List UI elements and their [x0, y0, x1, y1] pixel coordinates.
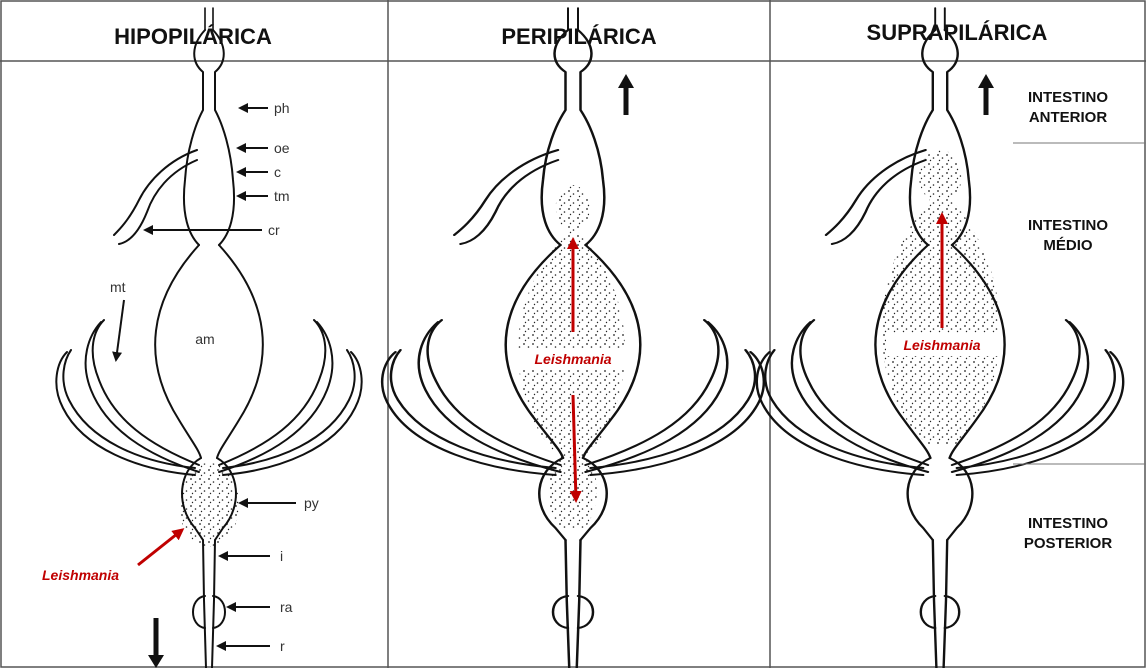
pylorus-infection-stipple: [179, 463, 239, 547]
leishmania-label-hipopilarica: Leishmania: [42, 567, 119, 583]
label-mt: mt: [110, 279, 126, 295]
label-am: am: [195, 331, 214, 347]
flow-arrow-down-head: [148, 655, 164, 668]
leishmania-arrow-hipopilarica: [138, 530, 182, 565]
label-ph: ph: [274, 100, 290, 116]
leishmania-label-peripilarica: Leishmania: [534, 351, 611, 367]
arrow-mt: [116, 300, 124, 360]
header-hipopilarica: HIPOPILÁRICA: [114, 24, 272, 49]
region-posterior-line2: POSTERIOR: [1024, 535, 1113, 552]
header-suprapilarica: SUPRAPILÁRICA: [867, 20, 1048, 45]
leishmania-label-suprapilarica: Leishmania: [903, 337, 980, 353]
region-posterior-line1: INTESTINO: [1028, 515, 1108, 532]
label-py: py: [304, 495, 319, 511]
label-oe: oe: [274, 140, 290, 156]
region-anterior-line2: ANTERIOR: [1029, 109, 1108, 126]
label-tm: tm: [274, 188, 290, 204]
label-i: i: [280, 548, 283, 564]
label-ra: ra: [280, 599, 293, 615]
panel-peripilarica: Leishmania: [382, 8, 764, 668]
flow-arrow-up-head-p3: [978, 74, 994, 88]
flow-arrow-up-head-p2: [618, 74, 634, 88]
label-r: r: [280, 638, 285, 654]
region-medio-line1: INTESTINO: [1028, 217, 1108, 234]
label-cr: cr: [268, 222, 280, 238]
label-c: c: [274, 164, 281, 180]
panel-suprapilarica: Leishmania INTESTINO ANTERIOR INTESTINO …: [757, 8, 1146, 668]
header-peripilarica: PERIPILÁRICA: [501, 24, 656, 49]
panel-hipopilarica: ph oe c tm cr mt am py i ra r Leishmania: [42, 8, 362, 668]
region-anterior-line1: INTESTINO: [1028, 89, 1108, 106]
region-medio-line2: MÉDIO: [1043, 237, 1093, 254]
